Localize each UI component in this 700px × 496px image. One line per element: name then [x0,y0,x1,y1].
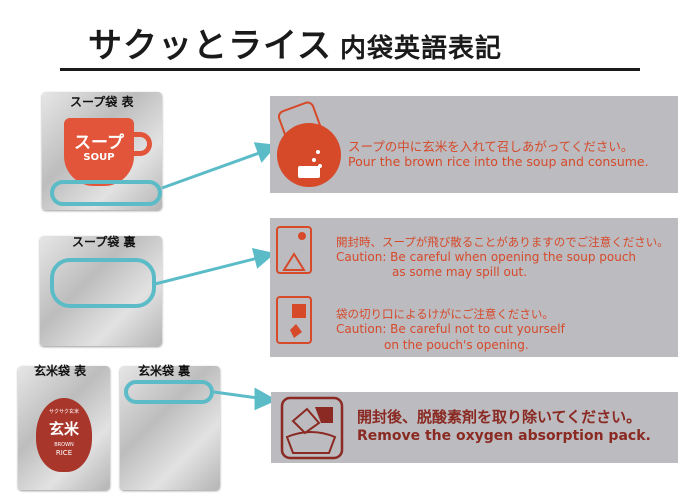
instruction-panel-3: 開封後、脱酸素剤を取り除いてください。 Remove the oxygen ab… [271,392,678,463]
arrow-line [213,390,259,400]
panel1-en-text: Pour the brown rice into the soup and co… [348,154,649,169]
arrow-head [254,387,278,411]
rice-logo-jp: 玄米 [48,420,79,438]
panel2-item2-jp: 袋の切り口によるけがにご注意ください。 [336,307,554,321]
rice-logo-en2: RICE [55,449,73,457]
rice-back-label: 玄米袋 裏 [138,364,191,378]
highlight-ring [124,380,214,404]
highlight-ring [50,180,162,206]
panel3-jp-text: 開封後、脱酸素剤を取り除いてください。 [357,408,642,426]
instruction-panel-2: 開封時、スープが飛び散ることがありますのでご注意ください。 Caution: B… [270,218,678,357]
panel2-item1-en1: Caution: Be careful when opening the sou… [336,250,637,264]
soup-pouch-front: スープ SOUP [42,92,162,210]
highlight-ring [50,258,156,308]
title-underline [60,68,640,71]
rice-logo: サクサク玄米 玄米 BROWN RICE [36,398,92,472]
rice-front-label: 玄米袋 表 [34,364,87,378]
title-main: サクッとライス [88,26,332,66]
panel2-item1-jp: 開封時、スープが飛び散ることがありますのでご注意ください。 [336,235,669,249]
title-sub: 内袋英語表記 [339,34,502,64]
rice-logo-en1: BROWN [54,442,74,448]
panel2-item2-en1: Caution: Be careful not to cut yourself [336,322,565,336]
soup-back-label: スープ袋 裏 [72,235,136,249]
cup-handle-icon [132,132,152,156]
pour-rice-into-soup-icon [277,101,341,187]
arrow-line [154,256,259,286]
cut-warning-icon [276,296,312,344]
soup-logo-jp: スープ [74,133,124,153]
soup-front-label: スープ袋 表 [70,95,134,109]
arrow-head [251,248,276,269]
rice-pouch-front: サクサク玄米 玄米 BROWN RICE [18,366,110,490]
spill-warning-icon [276,226,312,274]
rice-logo-small: サクサク玄米 [48,409,79,415]
arrow-head [253,142,277,163]
panel3-en-text: Remove the oxygen absorption pack. [357,428,651,444]
soup-logo-en: SOUP [83,152,115,163]
panel1-jp-text: スープの中に玄米を入れて召しあがってください。 [348,139,634,154]
panel2-item1-en2: as some may spill out. [392,265,528,279]
arrow-line [161,150,263,190]
panel2-item2-en2: on the pouch's opening. [384,338,529,352]
instruction-panel-1: スープの中に玄米を入れて召しあがってください。 Pour the brown r… [270,96,678,193]
remove-pack-icon [280,396,344,460]
page-title: サクッとライス内袋英語表記 [88,18,502,67]
soup-cup-logo: スープ SOUP [64,118,134,186]
